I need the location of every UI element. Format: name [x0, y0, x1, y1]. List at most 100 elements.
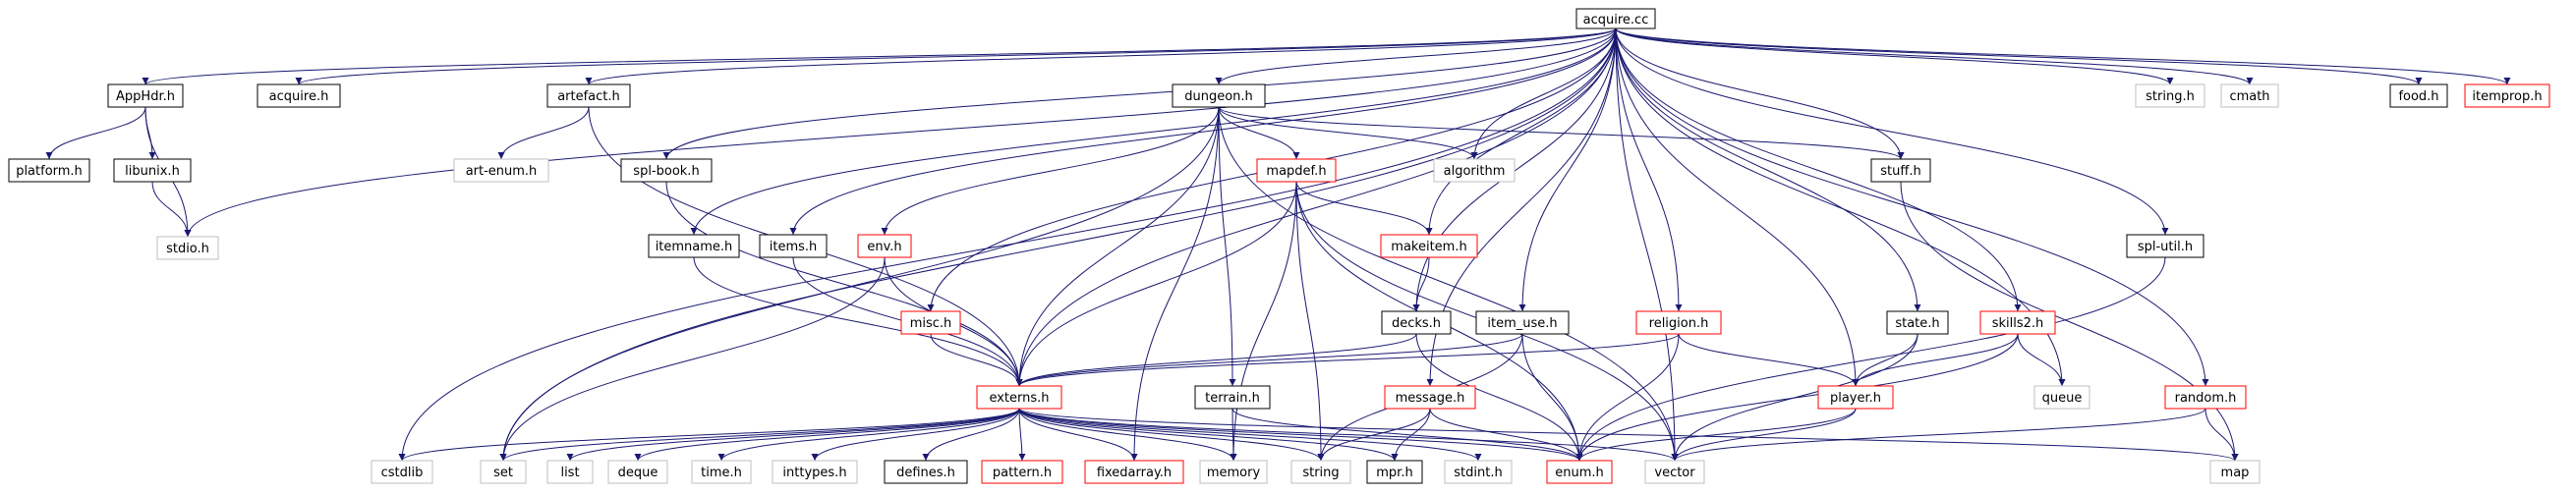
edge-dungeon_h-to-vector: [1218, 106, 1679, 462]
svg-text:decks.h: decks.h: [1392, 316, 1441, 331]
edge-acquire_cc-to-appHdr_h: [142, 28, 1617, 85]
node-fixedarray-h[interactable]: fixedarray.h: [1084, 460, 1184, 484]
node-mapdef-h[interactable]: mapdef.h: [1256, 158, 1337, 183]
svg-text:religion.h: religion.h: [1649, 316, 1709, 331]
edge-random_h-to-vector: [1671, 408, 2206, 462]
edge-externs_h-to-list: [566, 408, 1020, 462]
edge-dungeon_h-to-stuff_h: [1218, 106, 1905, 160]
svg-text:mapdef.h: mapdef.h: [1266, 164, 1326, 179]
node-list: list: [546, 460, 594, 484]
edge-externs_h-to-cstdlib: [398, 408, 1020, 462]
edge-message_h-to-mpr_h: [1391, 408, 1431, 462]
edge-player_h-to-enum_h: [1575, 408, 1857, 462]
svg-text:cmath: cmath: [2229, 89, 2269, 104]
node-items-h[interactable]: items.h: [759, 234, 828, 258]
node-inttypes-h: inttypes.h: [772, 460, 858, 484]
edge-acquire_cc-to-externs_h: [1015, 28, 1617, 387]
svg-text:platform.h: platform.h: [16, 164, 83, 179]
svg-text:player.h: player.h: [1830, 391, 1881, 406]
edge-externs_h-to-time_h: [717, 408, 1020, 462]
svg-text:env.h: env.h: [867, 240, 901, 254]
node-mpr-h[interactable]: mpr.h: [1366, 460, 1423, 484]
node-decks-h[interactable]: decks.h: [1381, 310, 1452, 335]
node-terrain-h[interactable]: terrain.h: [1194, 385, 1271, 410]
edge-externs_h-to-stdint_h: [1018, 408, 1482, 462]
node-string-h: string.h: [2135, 83, 2205, 108]
node-enum-h[interactable]: enum.h: [1546, 460, 1613, 484]
node-random-h[interactable]: random.h: [2164, 385, 2247, 410]
edge-decks_h-to-externs_h: [1015, 333, 1417, 387]
node-spl-book-h[interactable]: spl-book.h: [620, 158, 713, 183]
node-message-h[interactable]: message.h: [1384, 385, 1476, 410]
node-player-h[interactable]: player.h: [1817, 385, 1894, 410]
svg-text:libunix.h: libunix.h: [125, 164, 180, 179]
edge-appHdr_h-to-platform_h: [45, 106, 146, 160]
edge-env_h-to-set: [499, 256, 886, 462]
svg-text:stuff.h: stuff.h: [1880, 164, 1920, 179]
edge-acquire_cc-to-vector: [1615, 28, 1679, 462]
node-acquire-h[interactable]: acquire.h: [257, 83, 341, 108]
node-item-use-h[interactable]: item_use.h: [1475, 310, 1570, 335]
node-skills2-h[interactable]: skills2.h: [1979, 310, 2056, 335]
node-spl-util-h[interactable]: spl-util.h: [2126, 234, 2204, 258]
node-itemname-h[interactable]: itemname.h: [648, 234, 740, 258]
svg-text:spl-book.h: spl-book.h: [633, 164, 699, 179]
edge-externs_h-to-pattern_h: [1018, 408, 1026, 462]
node-misc-h[interactable]: misc.h: [900, 310, 961, 335]
node-religion-h[interactable]: religion.h: [1635, 310, 1722, 335]
node-platform-h[interactable]: platform.h: [8, 158, 90, 183]
node-stuff-h[interactable]: stuff.h: [1870, 158, 1931, 183]
svg-text:time.h: time.h: [701, 466, 742, 480]
edge-terrain_h-to-memory: [1230, 408, 1237, 462]
edge-dungeon_h-to-set: [499, 106, 1220, 462]
svg-text:inttypes.h: inttypes.h: [782, 466, 846, 480]
node-food-h[interactable]: food.h: [2389, 83, 2448, 108]
edge-artefact_h-to-art_enum_h: [497, 106, 590, 160]
node-set: set: [480, 460, 527, 484]
svg-text:mpr.h: mpr.h: [1376, 466, 1412, 480]
edge-acquire_cc-to-player_h: [1615, 28, 1860, 387]
node-apphdr-h[interactable]: AppHdr.h: [107, 83, 184, 108]
node-itemprop-h[interactable]: itemprop.h: [2464, 83, 2550, 108]
node-cstdlib: cstdlib: [371, 460, 433, 484]
edge-dungeon_h-to-fixedarray_h: [1130, 106, 1220, 462]
node-artefact-h[interactable]: artefact.h: [546, 83, 631, 108]
edge-skills2_h-to-enum_h: [1575, 333, 2019, 462]
node-env-h[interactable]: env.h: [857, 234, 912, 258]
node-makeitem-h[interactable]: makeitem.h: [1380, 234, 1478, 258]
edge-terrain_h-to-enum_h: [1231, 408, 1583, 462]
svg-text:dungeon.h: dungeon.h: [1184, 89, 1253, 104]
node-pattern-h[interactable]: pattern.h: [981, 460, 1063, 484]
edge-acquire_cc-to-item_use_h: [1518, 28, 1617, 312]
edge-skills2_h-to-queue: [2017, 333, 2066, 387]
node-dungeon-h[interactable]: dungeon.h: [1172, 83, 1266, 108]
edge-acquire_cc-to-cstdlib: [398, 28, 1617, 462]
edge-state_h-to-player_h: [1852, 333, 1918, 387]
svg-text:terrain.h: terrain.h: [1205, 391, 1260, 406]
svg-text:items.h: items.h: [770, 240, 818, 254]
edge-message_h-to-enum_h: [1429, 408, 1583, 462]
node-externs-h[interactable]: externs.h: [976, 385, 1062, 410]
edge-acquire_cc-to-string_h: [1615, 28, 2174, 85]
node-map: map: [2209, 460, 2261, 484]
edge-itemname_h-to-externs_h: [693, 256, 1023, 387]
edge-acquire_cc-to-items_h: [789, 28, 1617, 236]
node-algorithm: algorithm: [1433, 158, 1516, 183]
edge-dungeon_h-to-mapdef_h: [1218, 106, 1300, 160]
edge-externs_h-to-inttypes_h: [811, 408, 1020, 462]
file-nodes: acquire.cc AppHdr.h acquire.h artefact.h…: [8, 8, 2550, 484]
node-state-h[interactable]: state.h: [1886, 310, 1949, 335]
svg-text:cstdlib: cstdlib: [381, 466, 424, 480]
node-libunix-h[interactable]: libunix.h: [113, 158, 192, 183]
node-cmath: cmath: [2220, 83, 2279, 108]
edge-item_use_h-to-enum_h: [1521, 333, 1583, 462]
edge-dungeon_h-to-terrain_h: [1218, 106, 1236, 387]
node-defines-h[interactable]: defines.h: [884, 460, 968, 484]
edge-externs_h-to-deque: [634, 408, 1020, 462]
edge-spl_book_h-to-externs_h: [665, 181, 1023, 387]
edge-externs_h-to-enum_h: [1018, 408, 1583, 462]
node-stdint-h: stdint.h: [1444, 460, 1513, 484]
svg-text:vector: vector: [1654, 466, 1695, 480]
svg-text:set: set: [493, 466, 513, 480]
